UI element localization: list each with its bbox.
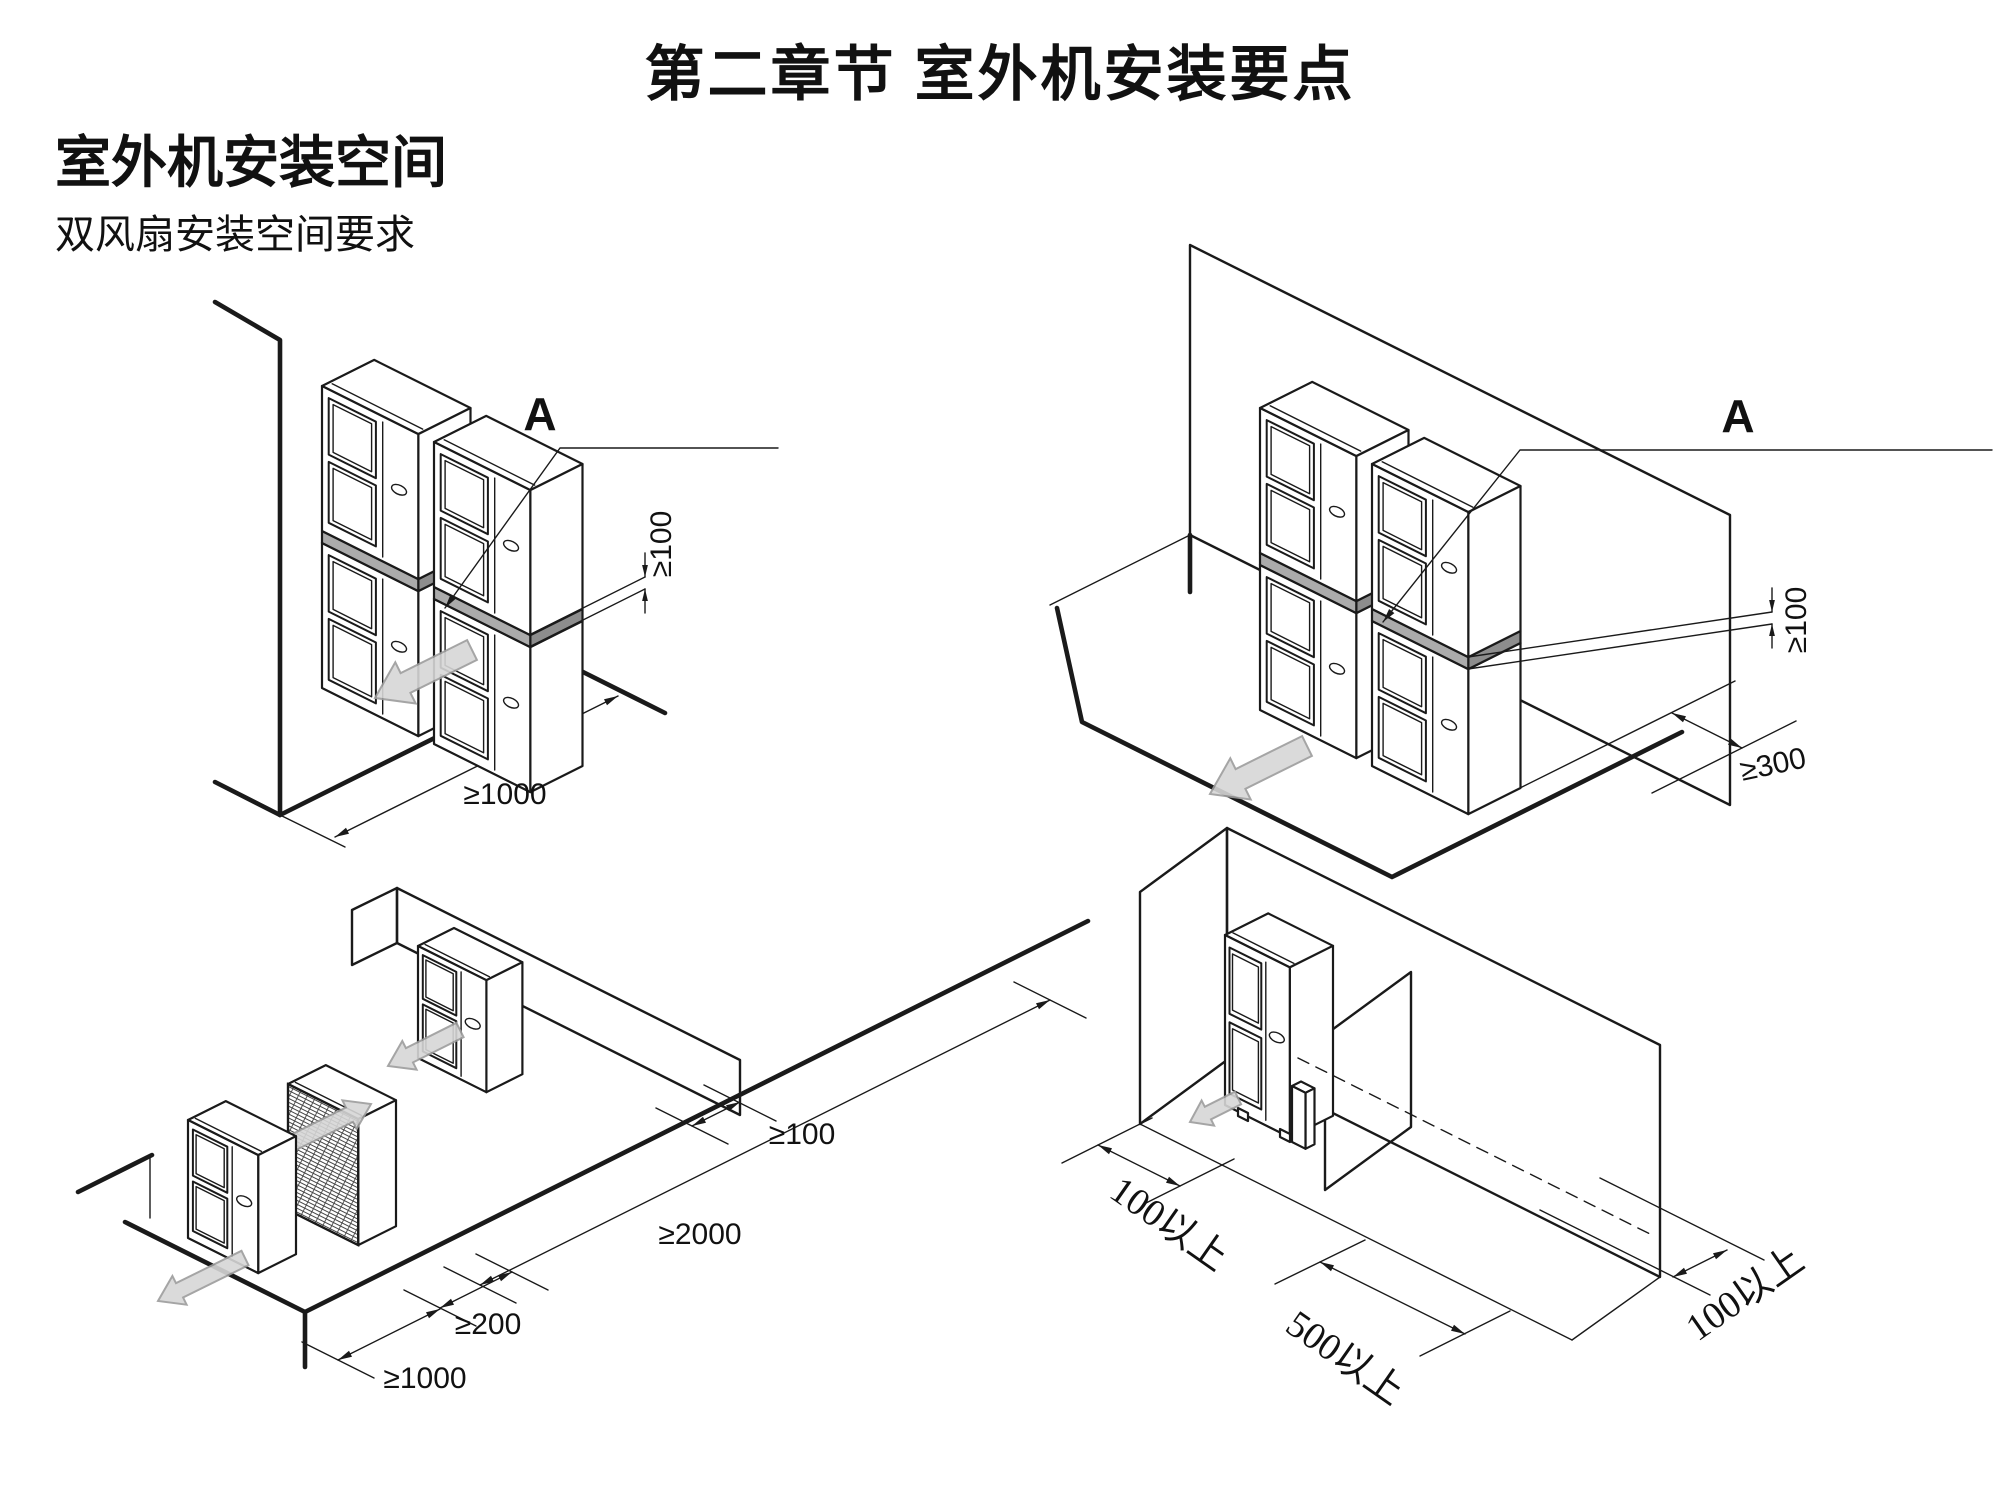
dimension-label-wall-gap: ≥100 <box>769 1118 836 1151</box>
diagram-stacked-units-corner-art <box>1049 243 1993 880</box>
dimension-label-front: ≥2000 <box>658 1218 741 1251</box>
dimension-label-left: ≥1000 <box>383 1362 466 1395</box>
dimension-label-side: ≥300 <box>1737 742 1809 788</box>
dimension-label-gap: ≥100 <box>1780 587 1813 654</box>
diagram-unit-in-enclosure: 100以上 500以上 100以上 <box>1061 826 1812 1414</box>
page-title: 第二章节 室外机安装要点 <box>644 42 1356 108</box>
diagram-stacked-units-corner: A ≥100 ≥300 <box>1049 243 1993 880</box>
dimension-label-right: 100以上 <box>1679 1239 1812 1350</box>
dimension-label-between: ≥200 <box>455 1308 522 1341</box>
dimension-label-left: 100以上 <box>1102 1169 1235 1280</box>
dimension-label-front: 500以上 <box>1278 1303 1411 1414</box>
dimension-label-gap: ≥100 <box>645 511 678 578</box>
diagram-units-row-layout: ≥100 ≥2000 ≥200 ≥1000 <box>75 886 1091 1395</box>
diagram-units-row-layout-art <box>75 886 1091 1379</box>
section-subheading: 双风扇安装空间要求 <box>55 213 415 257</box>
section-heading: 室外机安装空间 <box>55 131 447 194</box>
diagram-unit-in-enclosure-art <box>1061 826 1765 1357</box>
dimension-label-front: ≥1000 <box>463 778 546 811</box>
diagram-stacked-units-wall: A ≥100 ≥1000 <box>212 299 779 848</box>
marker-label-a: A <box>1721 390 1754 442</box>
diagram-stacked-units-wall-art <box>212 299 779 848</box>
marker-label-a: A <box>523 388 556 440</box>
